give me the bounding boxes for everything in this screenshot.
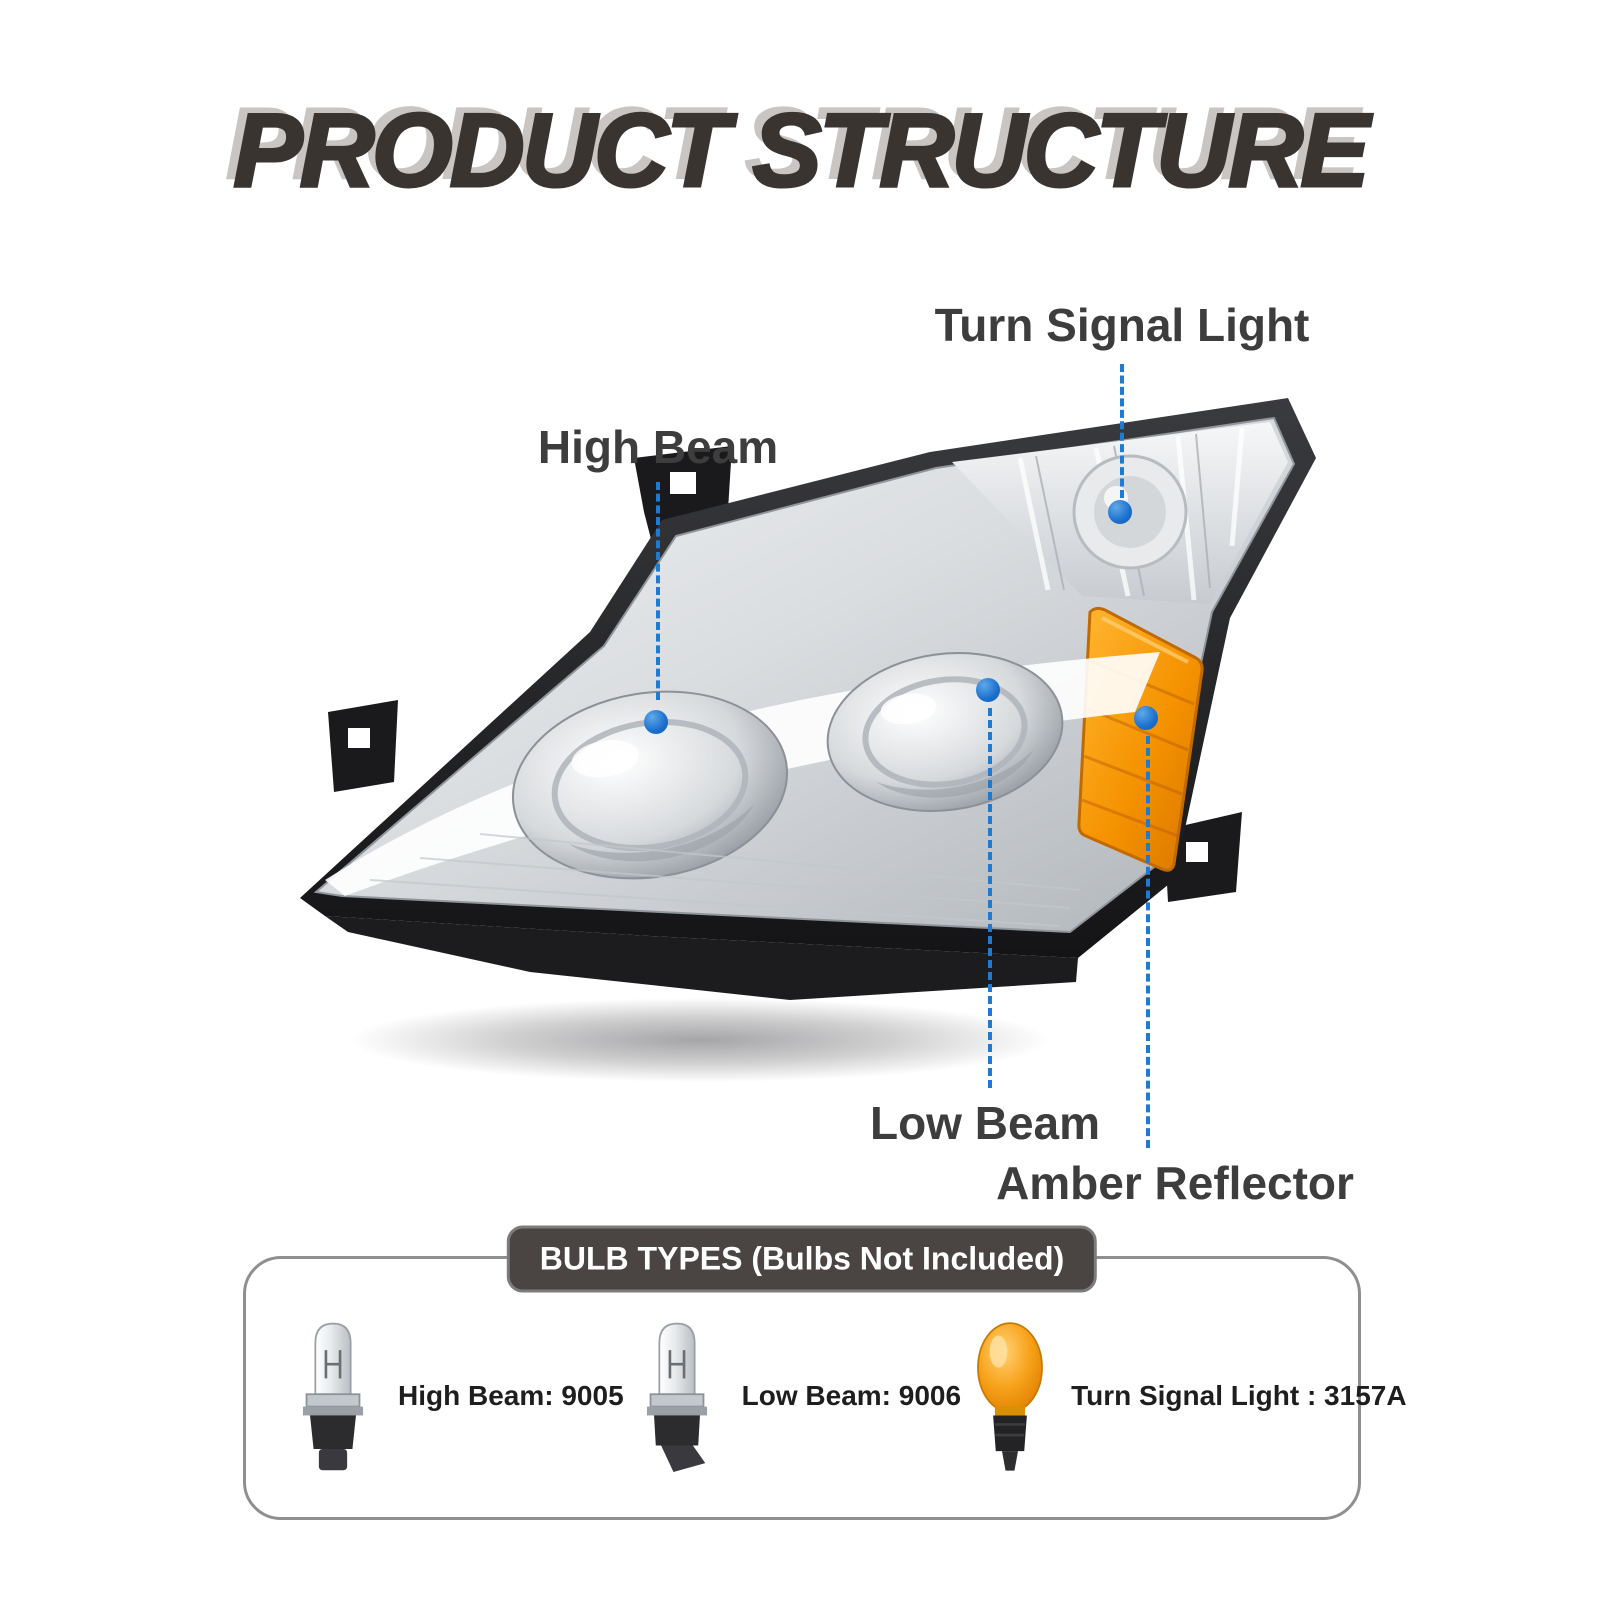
bulb-item-high-beam: High Beam: 9005 [280, 1316, 624, 1476]
marker-dot-turn-signal [1108, 500, 1132, 524]
lens-rib-lines [369, 833, 1081, 927]
label-low-beam: Low Beam [869, 1097, 1101, 1149]
bulb-item-turn-signal: Turn Signal Light : 3157A [961, 1316, 1407, 1476]
headlight-svg [300, 398, 1316, 1082]
bulb-types-header: BULB TYPES (Bulbs Not Included) [506, 1225, 1098, 1293]
leader-line-turn-signal [1120, 364, 1124, 498]
marker-dot-amber-reflector [1134, 706, 1158, 730]
high-beam-bowl [511, 690, 789, 880]
bulb-types-panel: BULB TYPES (Bulbs Not Included) [243, 1225, 1407, 1520]
label-turn-signal-light: Turn Signal Light [934, 299, 1310, 351]
headlight-illustration [230, 360, 1350, 1100]
bulb-label-high-beam: High Beam: 9005 [398, 1380, 624, 1411]
mounting-bracket-left [328, 700, 398, 792]
label-amber-reflector: Amber Reflector [996, 1157, 1354, 1209]
bulb-items-row: High Beam: 9005 [280, 1293, 1407, 1499]
page-title: PRODUCT STRUCTURE [232, 92, 1371, 211]
low-beam-bowl [826, 652, 1064, 812]
halogen-bulb-9006-icon [646, 1322, 707, 1472]
marker-dot-low-beam [976, 678, 1000, 702]
leader-line-amber-reflector [1146, 736, 1150, 1148]
housing-bottom-strip [325, 916, 1078, 1000]
amber-bulb-3157a-icon [977, 1322, 1043, 1471]
leader-line-low-beam [988, 708, 992, 1088]
bulb-label-low-beam: Low Beam: 9006 [741, 1380, 962, 1411]
marker-dot-high-beam [644, 710, 668, 734]
bulb-label-turn-signal: Turn Signal Light : 3157A [1071, 1380, 1407, 1411]
halogen-bulb-9005-icon [302, 1322, 364, 1471]
bulb-item-low-beam: Low Beam: 9006 [624, 1316, 961, 1476]
headlight-shadow [350, 998, 1050, 1082]
leader-line-high-beam [656, 482, 660, 700]
label-high-beam: High Beam [537, 421, 779, 473]
